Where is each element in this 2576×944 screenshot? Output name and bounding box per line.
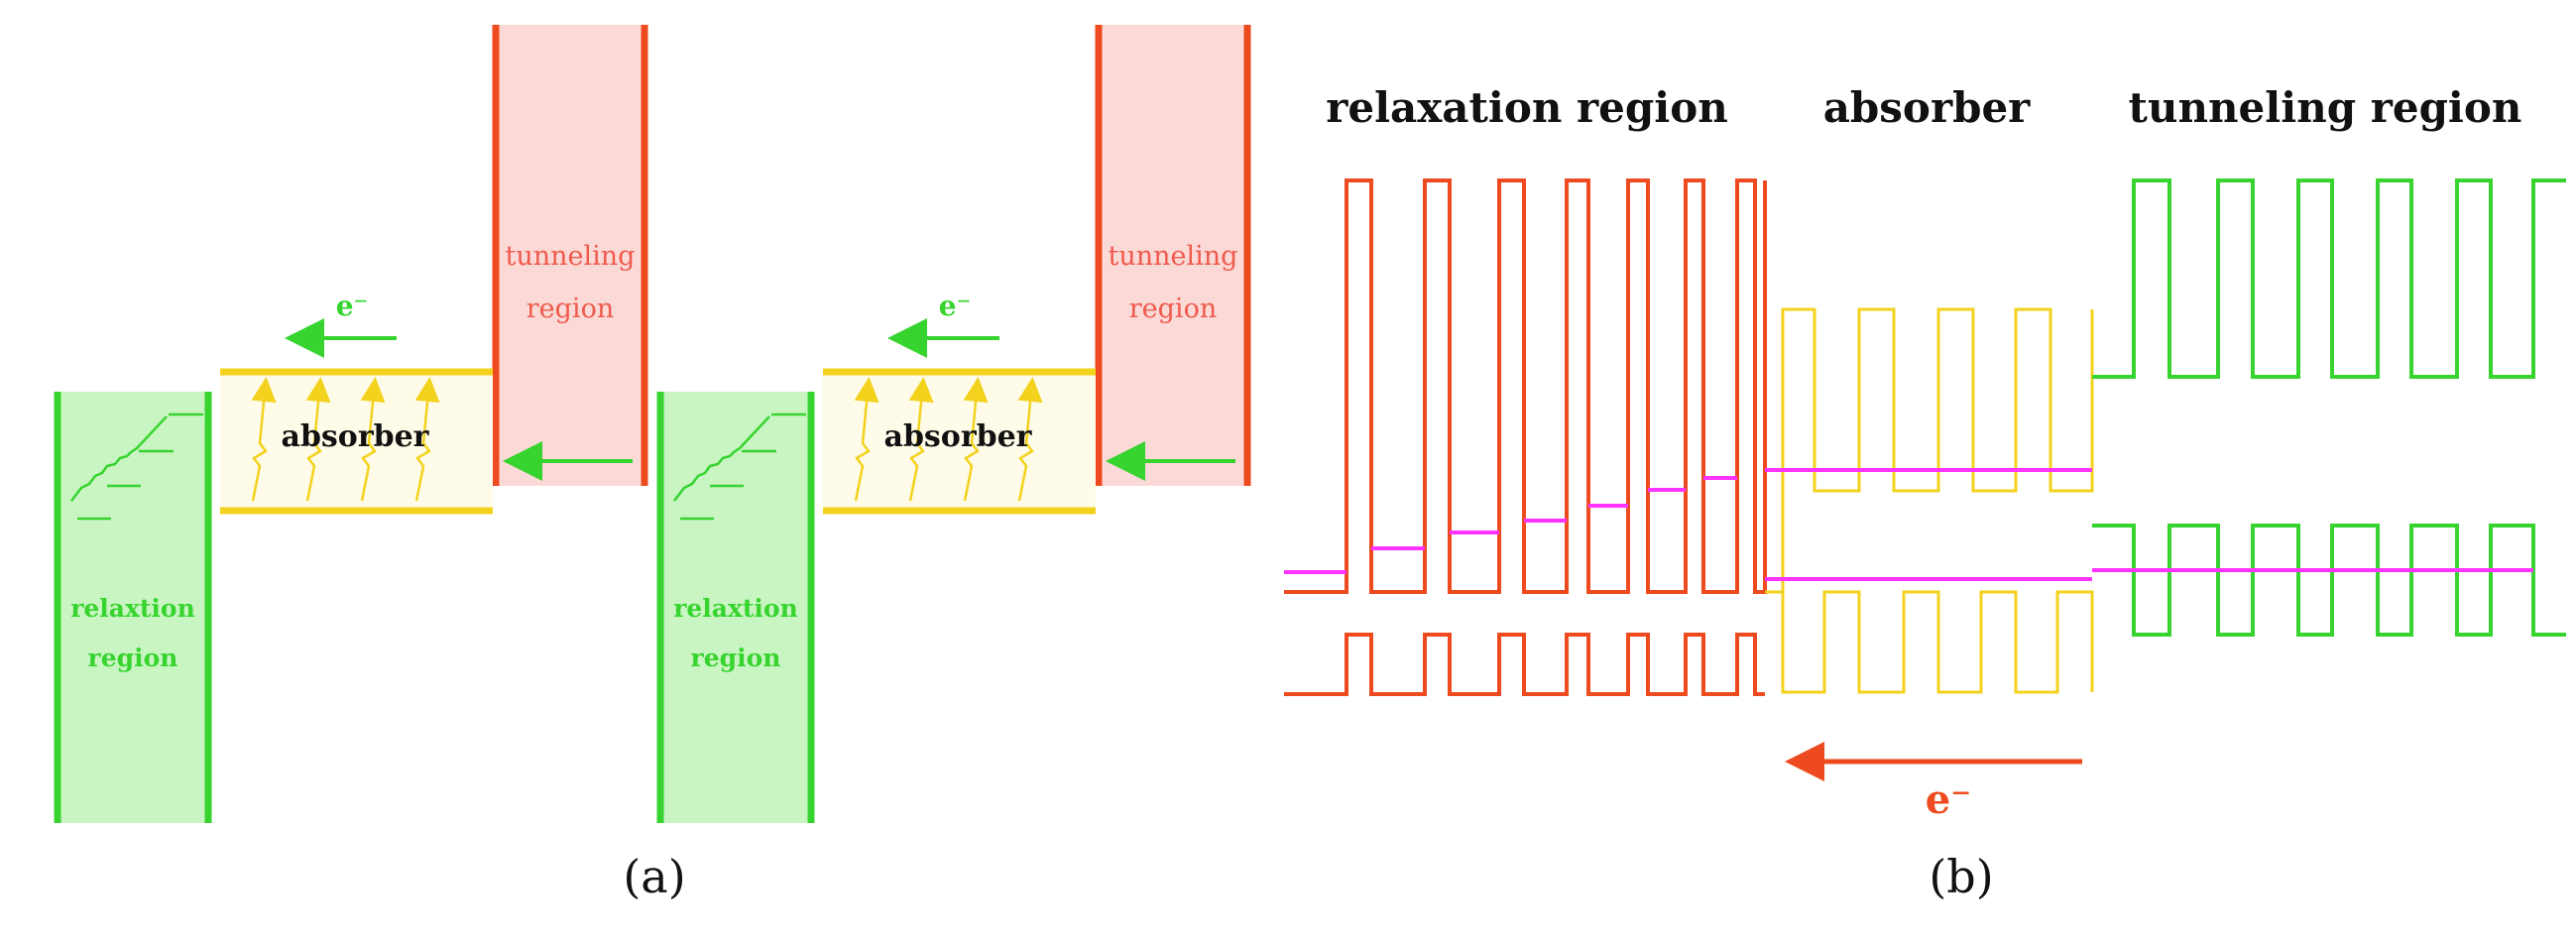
absorber-label: absorber — [884, 419, 1033, 454]
relaxation-region-label-line1: relaxtion — [673, 594, 798, 623]
tunneling-valence-band — [2092, 524, 2566, 637]
relaxation-region-block — [660, 392, 811, 823]
electron-label: e⁻ — [1926, 776, 1972, 823]
relaxation-cascade-levels — [70, 413, 203, 521]
relaxation-region-label-line2: region — [88, 644, 178, 672]
absorber-superlattice — [1765, 307, 2094, 694]
photon-absorption-arrows — [854, 377, 1043, 502]
photon-absorption-arrows — [251, 377, 440, 502]
relaxation-region-title: relaxation region — [1326, 83, 1728, 132]
relaxation-cascade-levels — [673, 413, 806, 521]
tunneling-conduction-band — [2092, 178, 2566, 379]
tunneling-region-label-line1: tunneling — [1109, 241, 1238, 272]
panel-a-right: tunneling region absorber e⁻ relaxtion r… — [656, 25, 1251, 823]
tunneling-region-block — [496, 25, 644, 486]
relaxation-conduction-band — [1284, 178, 1767, 594]
relaxation-energy-levels — [1284, 476, 1737, 574]
tunneling-region-label-line2: region — [527, 294, 614, 324]
tunneling-region-title: tunneling region — [2129, 83, 2522, 132]
panel-a-left: tunneling region absorber e⁻ relaxtion — [54, 25, 648, 823]
relaxation-region-block — [58, 392, 208, 823]
relaxation-region-label-line2: region — [691, 644, 781, 672]
absorber-label: absorber — [282, 419, 430, 454]
panel-b-caption: (b) — [1929, 850, 1993, 903]
panel-b: relaxation region absorber tunneling reg… — [1284, 83, 2566, 823]
tunneling-region-label-line1: tunneling — [506, 241, 636, 272]
panel-a-caption: (a) — [623, 850, 685, 903]
electron-label: e⁻ — [336, 290, 369, 322]
relaxation-valence-band — [1284, 633, 1765, 696]
relaxation-region-label-line1: relaxtion — [70, 594, 195, 623]
tunneling-region-block — [1099, 25, 1247, 486]
absorber-title: absorber — [1823, 83, 2031, 132]
tunneling-region-label-line2: region — [1129, 294, 1217, 324]
electron-label: e⁻ — [939, 290, 972, 322]
absorber-miniband-levels — [1765, 468, 2092, 581]
